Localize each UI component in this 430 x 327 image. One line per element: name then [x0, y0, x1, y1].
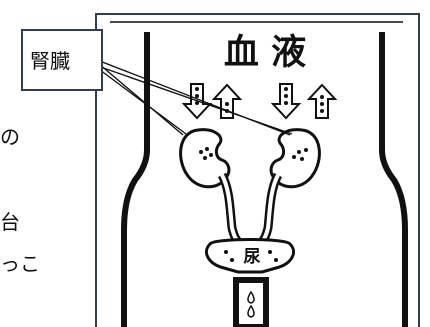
bladder [205, 238, 295, 274]
arrow-up-right [306, 83, 338, 119]
right-arrows [270, 83, 338, 120]
text-fragment-1: の [0, 125, 20, 149]
pointer-line-2 [91, 63, 187, 135]
kidney-label-box: 腎臓 [21, 29, 103, 91]
text-fragment-2: 台 [0, 210, 20, 234]
bladder-label: 尿 [244, 247, 261, 267]
drop-icon-2 [247, 304, 255, 318]
drop-icon [247, 290, 255, 304]
arrow-up-left [211, 83, 243, 119]
body-outline-left [121, 32, 150, 327]
diagram-title: 血 液 [224, 33, 306, 73]
pointer-line-1 [91, 57, 184, 136]
text-fragment-3: っこ [0, 252, 40, 276]
kidney-label: 腎臓 [30, 49, 70, 73]
pointer-line-4 [91, 63, 293, 135]
body-outline-right [379, 32, 408, 327]
